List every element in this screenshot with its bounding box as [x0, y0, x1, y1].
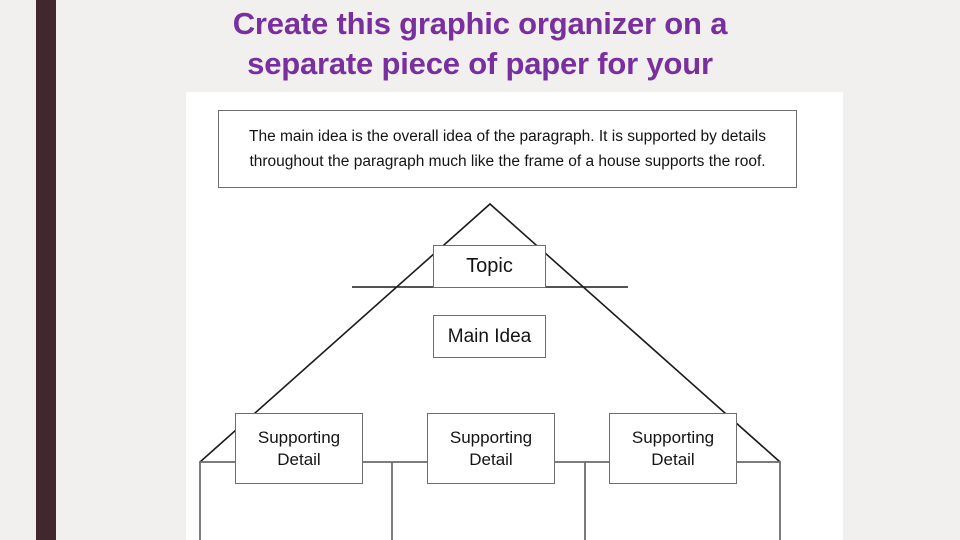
supporting-detail-label-2-line-2: Detail [469, 449, 513, 469]
left-accent-bar [36, 0, 56, 540]
supporting-detail-label-2-line-1: Supporting [449, 427, 533, 447]
house-outline-svg [199, 202, 781, 540]
page-title-line-2: separate piece of paper for your [247, 46, 713, 81]
main-idea-box: Main Idea [433, 315, 546, 358]
graphic-organizer-panel: The main idea is the overall idea of the… [186, 92, 843, 540]
supporting-detail-label-3-line-2: Detail [651, 449, 695, 469]
supporting-detail-label-3-line-1: Supporting [631, 427, 715, 447]
supporting-detail-label-1-line-2: Detail [277, 449, 321, 469]
supporting-detail-box-1: Supporting Detail [235, 413, 363, 484]
house-diagram: Topic Main Idea Supporting Detail Suppor… [186, 198, 843, 540]
supporting-detail-box-3: Supporting Detail [609, 413, 737, 484]
topic-label: Topic [466, 255, 513, 277]
page-title-line-1: Create this graphic organizer on a [232, 6, 728, 41]
supporting-detail-label-1-line-1: Supporting [257, 427, 341, 447]
roof-line [199, 202, 781, 463]
intro-text-box: The main idea is the overall idea of the… [218, 110, 797, 188]
supporting-detail-box-2: Supporting Detail [427, 413, 555, 484]
main-idea-label: Main Idea [447, 325, 532, 347]
topic-box: Topic [433, 245, 546, 288]
page-title: Create this graphic organizer on a separ… [100, 4, 860, 84]
intro-text: The main idea is the overall idea of the… [249, 128, 766, 170]
